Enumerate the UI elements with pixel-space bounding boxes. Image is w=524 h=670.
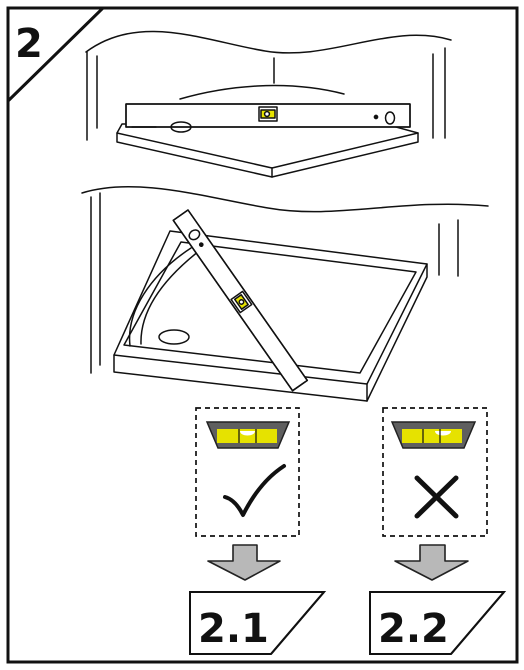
cross-icon [414,475,459,519]
arrow-down-icon-right [394,544,469,581]
step-number: 2 [15,21,43,67]
middle-shower-tray-illustration [81,186,489,402]
result-box-left [195,407,300,537]
step-badge: 2 [6,6,107,105]
arrow-down-icon-left [207,544,281,581]
check-icon [223,464,286,517]
result-label-right: 2.2 [369,591,507,655]
level-indicator-icon [390,421,477,449]
panel-border [6,6,519,664]
top-shower-tray-illustration [85,30,452,178]
level-indicator-icon [205,421,291,449]
result-label-text-right: 2.2 [378,606,449,652]
result-label-left: 2.1 [189,591,327,655]
result-label-text-left: 2.1 [198,606,269,652]
result-box-right [382,407,488,537]
